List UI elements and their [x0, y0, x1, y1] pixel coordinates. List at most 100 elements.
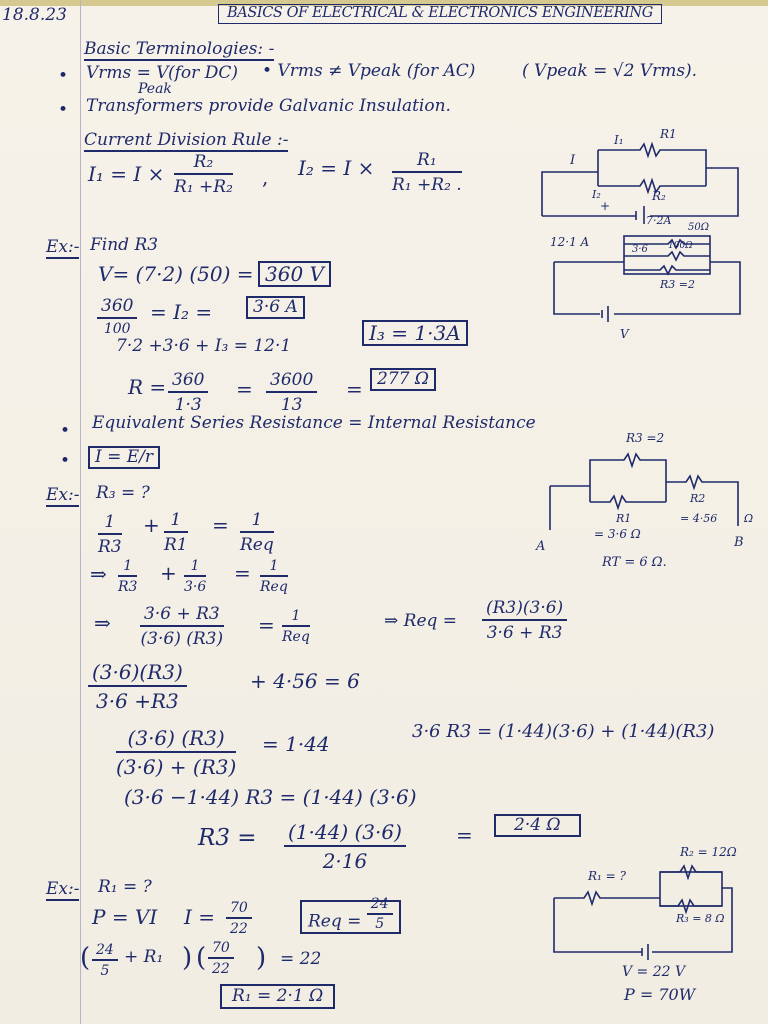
- circuit-wire: [589, 452, 667, 502]
- i2-fraction: R₁ R₁ +R₂ .: [392, 150, 462, 195]
- frac-2-36: 1 3·6: [184, 558, 207, 595]
- i2-lhs: I₂ = I ×: [298, 156, 375, 180]
- label-v: V = 22 V: [622, 964, 687, 980]
- heading-basic-terminologies: Basic Terminologies: -: [84, 39, 275, 61]
- current-lhs: I =: [184, 905, 216, 929]
- r3-result: 2·4 Ω: [494, 814, 581, 837]
- label-i-a: 7·2A: [646, 214, 671, 227]
- label-omega: Ω: [743, 512, 753, 525]
- transformer-note: Transformers provide Galvanic Insulation…: [86, 96, 451, 116]
- label-i2: I₂: [591, 188, 601, 201]
- circuit-parallel-box: [659, 871, 723, 907]
- equals: =: [258, 613, 275, 637]
- label-i1: I₁: [613, 133, 624, 147]
- circuit-wire: [554, 890, 660, 907]
- vrms-subscript: Peak: [138, 81, 172, 97]
- date: 18.8.23: [2, 5, 67, 25]
- label-r2-val: = 4·56: [680, 512, 717, 525]
- equals: =: [346, 377, 363, 401]
- circuit-wire: [666, 474, 739, 526]
- frac-5: (3·6) (R3) (3·6) + (R3): [116, 726, 237, 779]
- label-r1: R1: [659, 127, 677, 141]
- label-r1: R1: [615, 512, 631, 525]
- voltage-calc: V= (7·2) (50) =: [98, 262, 254, 286]
- circuit-wire: [553, 262, 600, 315]
- example-title: R₁ = ?: [98, 877, 152, 897]
- example-label: Ex:-: [46, 879, 80, 901]
- label-r-a: 50Ω: [688, 222, 709, 233]
- equals: =: [236, 377, 253, 401]
- vpeak-relation: ( Vpeak = √2 Vrms).: [522, 61, 698, 81]
- label-r2: R₂ = 12Ω: [679, 845, 737, 859]
- eq-frac-b: 70 22: [208, 940, 234, 977]
- circuit-wire: [598, 141, 707, 186]
- circuit-wire: [541, 171, 598, 216]
- i3-result: I₃ = 1·3A: [362, 320, 468, 346]
- plus: +: [143, 513, 160, 537]
- label-r3: R3 =2: [659, 278, 695, 291]
- current-sum: 7·2 +3·6 + I₃ = 12·1: [116, 336, 292, 356]
- example-title: R₃ = ?: [96, 483, 150, 503]
- equals: =: [212, 513, 229, 537]
- page-title: BASICS OF ELECTRICAL & ELECTRONICS ENGIN…: [218, 4, 662, 24]
- current-fraction: 70 22: [226, 900, 252, 937]
- example-label: Ex:-: [46, 237, 80, 259]
- esr-note: Equivalent Series Resistance = Internal …: [92, 413, 536, 433]
- vrms-dc: (for DC): [168, 63, 238, 83]
- eq-rest: = 22: [280, 949, 322, 969]
- label-r2: R2: [689, 492, 705, 505]
- equals: =: [456, 823, 473, 847]
- label-r-b: 100Ω: [668, 241, 693, 251]
- circuit-diagram-r1-unknown: R₂ = 12Ω R₁ = ? R₃ = 8 Ω V = 22 V P = 70…: [553, 845, 737, 1004]
- label-b: B: [733, 535, 744, 550]
- circuit-diagram-find-r3: 12·1 A 7·2A 50Ω 3·6 100Ω R3 =2 V: [550, 214, 741, 341]
- label-a: A: [535, 539, 545, 554]
- eq-plus-r1: + R₁: [124, 947, 164, 967]
- label-r1: R₁ = ?: [587, 869, 627, 883]
- i2-calc: = I₂ =: [150, 300, 213, 324]
- circuit-wire: [624, 238, 710, 250]
- circuit-wire: [624, 264, 710, 276]
- label-r3: R3 =2: [625, 431, 664, 445]
- circuit-wire: [660, 898, 722, 915]
- implies-arrow: ⇒: [94, 611, 111, 635]
- r-result: 277 Ω: [370, 368, 436, 391]
- example-label: Ex:-: [46, 485, 80, 507]
- frac-1-req: 1 Req: [240, 510, 274, 555]
- eq6: (3·6 −1·44) R3 = (1·44) (3·6): [124, 785, 417, 809]
- eq-frac-a: 24 5: [92, 942, 118, 979]
- circuit-diagram-r3-unknown: R3 =2 R1 = 3·6 Ω R2 = 4·56 Ω A B RT = 6 …: [535, 431, 753, 570]
- r3-fraction: (1·44) (3·6) 2·16: [284, 820, 406, 873]
- label-i: I: [569, 153, 576, 168]
- heading-current-division: Current Division Rule :-: [84, 130, 289, 152]
- paren-open: (: [80, 943, 91, 973]
- example-title: Find R3: [90, 235, 159, 255]
- frac-2-r3: 1 R3: [118, 558, 138, 595]
- r-fraction-2: 3600 13: [266, 370, 318, 415]
- esr-formula: I = E/r: [88, 446, 161, 469]
- i1-lhs: I₁ = I ×: [88, 162, 165, 186]
- label-plus: +: [600, 199, 610, 213]
- circuit-parallel-box: [623, 235, 711, 275]
- eq5-right: 3·6 R3 = (1·44)(3·6) + (1·44)(R3): [412, 721, 715, 742]
- circuit-wire: [650, 167, 739, 217]
- circuit-wire: [598, 177, 706, 195]
- circuit-wire: [553, 898, 642, 953]
- frac-3-req: 1 Req: [282, 608, 310, 645]
- bullet: •: [60, 451, 71, 471]
- equals: =: [234, 561, 251, 585]
- page-top-band: [0, 0, 768, 6]
- label-p: P = 70W: [623, 985, 697, 1004]
- label-r1-val: = 3·6 Ω: [594, 527, 641, 541]
- label-i-b: 3·6: [632, 244, 649, 255]
- label-r3: R₃ = 8 Ω: [675, 912, 725, 925]
- vrms-line: Vrms = V: [86, 63, 169, 83]
- frac-2-req: 1 Req: [260, 558, 288, 595]
- r-lhs: R =: [128, 375, 167, 399]
- req-box: Req = 24 5: [300, 896, 401, 934]
- req-lhs: ⇒ Req =: [384, 611, 458, 631]
- circuit-wire: [624, 250, 710, 262]
- paren-close: ): [256, 943, 267, 973]
- vrms-ac: • Vrms ≠ Vpeak (for AC): [262, 61, 476, 81]
